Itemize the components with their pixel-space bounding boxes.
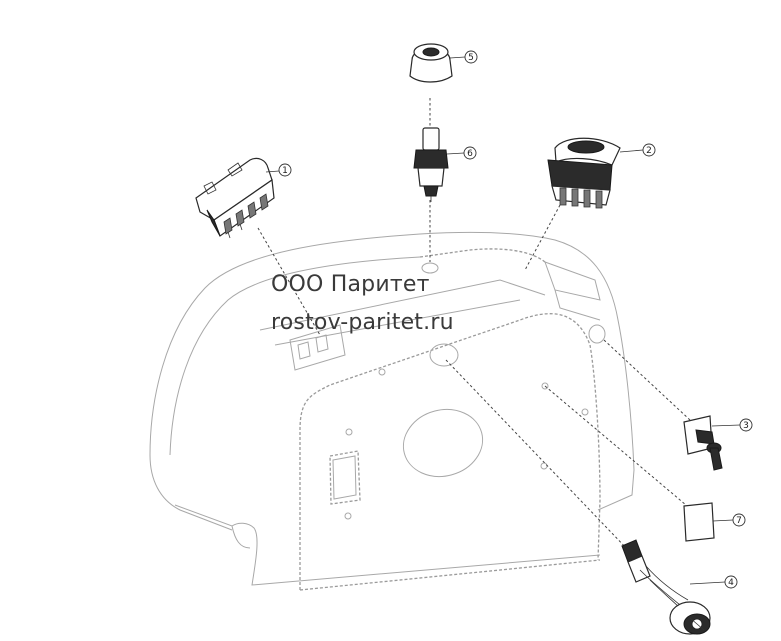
callout-4: 4 bbox=[689, 575, 738, 589]
callout-1: 1 bbox=[265, 163, 292, 177]
callout-2: 2 bbox=[619, 143, 656, 157]
callout-label-2: 2 bbox=[646, 146, 652, 156]
watermark-company: ООО Паритет bbox=[271, 272, 430, 297]
watermark-site: rostov-paritet.ru bbox=[271, 310, 454, 335]
callout-label-6: 6 bbox=[467, 149, 473, 159]
callout-label-5: 5 bbox=[468, 53, 474, 63]
part-rocker-switch bbox=[195, 157, 275, 239]
dashboard-housing bbox=[149, 231, 635, 591]
callouts: 1 2 3 4 5 6 7 bbox=[265, 50, 753, 589]
callout-6: 6 bbox=[446, 146, 477, 160]
callout-label-7: 7 bbox=[736, 516, 742, 526]
part-sensor bbox=[413, 127, 449, 202]
assembly-lines bbox=[257, 98, 691, 553]
callout-label-4: 4 bbox=[728, 578, 734, 588]
callout-label-3: 3 bbox=[743, 421, 749, 431]
callout-5: 5 bbox=[449, 50, 478, 64]
part-lighter bbox=[621, 539, 711, 635]
part-plate bbox=[683, 502, 715, 542]
callout-label-1: 1 bbox=[282, 166, 288, 176]
part-toggle-switch bbox=[683, 415, 723, 471]
callout-3: 3 bbox=[711, 418, 753, 432]
callout-7: 7 bbox=[712, 513, 746, 527]
part-switch-module bbox=[547, 137, 621, 209]
part-knob-cap bbox=[409, 43, 453, 83]
